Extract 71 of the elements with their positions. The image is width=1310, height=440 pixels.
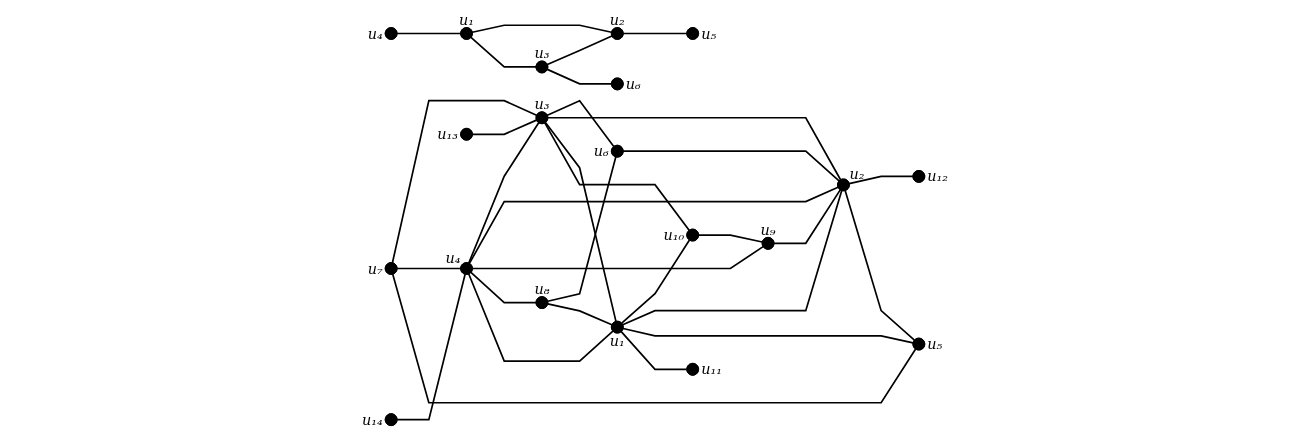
vertex-label: u₆ bbox=[625, 75, 641, 92]
edge-line bbox=[396, 32, 462, 35]
vertex-label: u₄ bbox=[445, 249, 461, 266]
vertex-label: u₁ bbox=[609, 333, 625, 350]
vertex-dot bbox=[686, 228, 700, 242]
edge-line bbox=[471, 119, 538, 136]
vertex-dot bbox=[384, 27, 398, 40]
edge-line bbox=[396, 267, 462, 270]
edge-line bbox=[620, 239, 691, 325]
edge-line bbox=[697, 234, 764, 243]
vertex-dot bbox=[535, 296, 549, 309]
vertex-label: u₅ bbox=[701, 25, 717, 42]
vertex-dot bbox=[610, 27, 624, 40]
vertex-label: u₄ bbox=[367, 25, 383, 42]
edge-line bbox=[544, 122, 690, 232]
edge-line bbox=[391, 273, 917, 404]
edge-line bbox=[391, 99, 538, 264]
edge-line bbox=[546, 35, 613, 66]
vertex-dot bbox=[610, 320, 624, 334]
vertex-dot bbox=[460, 127, 473, 141]
vertex-label: u₉ bbox=[760, 221, 776, 238]
vertex-dot bbox=[535, 60, 549, 74]
edge-line bbox=[470, 36, 537, 68]
vertex-label: u₃ bbox=[534, 45, 550, 62]
edge-line bbox=[547, 116, 842, 181]
vertex-label: u₁ bbox=[459, 12, 475, 29]
vertex-dot bbox=[460, 262, 473, 275]
edge-line bbox=[468, 186, 839, 265]
vertex-label: u₇ bbox=[367, 260, 383, 277]
edge-line bbox=[470, 271, 537, 304]
edge-line bbox=[620, 330, 688, 371]
edge-line bbox=[622, 327, 914, 344]
edge-line bbox=[546, 99, 615, 148]
vertex-label: u₅ bbox=[927, 336, 943, 353]
edge-line bbox=[622, 150, 840, 182]
vertex-label: u₁₃ bbox=[437, 126, 459, 143]
vertex-dot bbox=[460, 27, 473, 40]
edge-line bbox=[546, 156, 617, 303]
vertex-dot bbox=[610, 77, 624, 91]
edge-line bbox=[467, 273, 614, 362]
vertex-label: u₆ bbox=[593, 143, 609, 160]
edge-line bbox=[544, 121, 617, 323]
vertex-dot bbox=[535, 111, 549, 125]
vertex-dot bbox=[686, 27, 700, 40]
edge-line bbox=[848, 175, 914, 185]
vertex-dot bbox=[912, 337, 926, 351]
vertex-label: u₁₂ bbox=[927, 168, 949, 185]
vertex-dot bbox=[912, 170, 926, 183]
edge-line bbox=[471, 24, 613, 34]
vertex-dot bbox=[686, 362, 700, 376]
edge-line bbox=[471, 245, 764, 270]
edge-line bbox=[844, 189, 916, 341]
vertex-label: u₁₁ bbox=[701, 361, 722, 378]
vertex-label: u₁₀ bbox=[663, 227, 685, 244]
edge-line bbox=[546, 303, 613, 326]
vertex-label: u₂ bbox=[849, 165, 865, 182]
vertex-dot bbox=[610, 144, 624, 158]
vertex-dot bbox=[384, 262, 398, 275]
edge-line bbox=[621, 189, 843, 326]
vertex-label: u₈ bbox=[534, 281, 550, 298]
vertex-dot bbox=[761, 236, 775, 250]
vertex-label: u₂ bbox=[609, 12, 625, 29]
vertex-label: u₃ bbox=[534, 96, 550, 113]
vertex-label: u₁₄ bbox=[361, 411, 383, 428]
vertex-dot bbox=[837, 178, 850, 192]
edge-line bbox=[396, 273, 466, 421]
edge-line bbox=[467, 121, 540, 264]
edge-line bbox=[622, 32, 688, 35]
edge-line bbox=[773, 189, 842, 245]
edge-line bbox=[546, 68, 613, 85]
vertex-dot bbox=[384, 413, 398, 427]
